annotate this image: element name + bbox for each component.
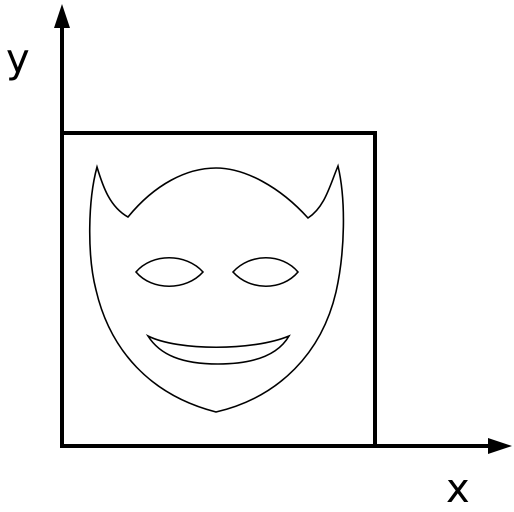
frame-square (62, 131, 377, 446)
right-eye (231, 256, 300, 288)
mask-outline (88, 163, 345, 413)
x-axis (62, 438, 512, 454)
left-eye (134, 256, 205, 288)
mouth (145, 334, 291, 365)
y-axis-label: y (6, 36, 30, 82)
x-axis-arrow-icon (488, 438, 512, 454)
x-axis-label: x (446, 466, 470, 512)
y-axis-arrow-icon (54, 4, 70, 28)
devil-mask-icon (88, 163, 345, 413)
y-axis (54, 4, 70, 448)
